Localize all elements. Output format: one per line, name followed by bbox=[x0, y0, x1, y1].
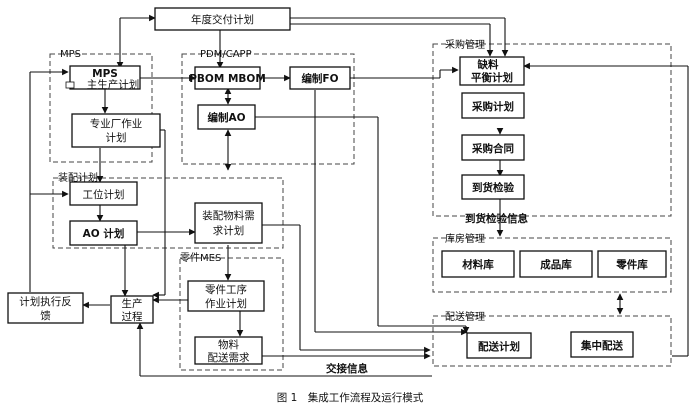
node-pbom-mbom: PBOM MBOM bbox=[189, 66, 266, 90]
group-delivery-mgmt: 配送管理 bbox=[432, 310, 672, 367]
production-process-line2: 过程 bbox=[122, 310, 143, 323]
master-production-plan-subtitle: 主生产计划 bbox=[87, 78, 140, 91]
group-assembly-plan: 装配计划 bbox=[52, 171, 284, 249]
node-production-process: 生产 过程 bbox=[110, 295, 154, 324]
shortage-balance-plan-line2: 平衡计划 bbox=[471, 71, 513, 84]
node-finished-goods-store: 成品库 bbox=[519, 250, 593, 278]
node-assembly-material-demand: 装配物料需 求计划 bbox=[194, 202, 263, 244]
shortage-balance-plan-line1: 缺料 bbox=[477, 58, 499, 71]
purchase-plan-label: 采购计划 bbox=[471, 100, 514, 113]
annual-delivery-plan-label: 年度交付计划 bbox=[191, 13, 254, 26]
station-plan-label: 工位计划 bbox=[83, 188, 125, 201]
group-parts-mes-label: 零件MES bbox=[180, 252, 221, 264]
group-assembly-plan-label: 装配计划 bbox=[58, 171, 98, 184]
node-parts-store: 零件库 bbox=[597, 250, 667, 278]
delivery-plan-label: 配送计划 bbox=[478, 340, 520, 353]
node-execution-feedback: 计划执行反 馈 bbox=[7, 292, 84, 324]
compile-ao-label: 编制AO bbox=[207, 111, 245, 124]
assembly-material-demand-line1: 装配物料需 bbox=[202, 209, 255, 222]
arrival-inspection-label: 到货检验 bbox=[472, 181, 514, 194]
execution-feedback-line2: 馈 bbox=[40, 309, 51, 322]
purchase-contract-label: 采购合同 bbox=[471, 142, 514, 155]
node-purchase-plan: 采购计划 bbox=[461, 92, 525, 119]
node-compile-ao: 编制AO bbox=[197, 104, 256, 130]
node-arrival-inspection: 到货检验 bbox=[461, 174, 525, 200]
group-parts-mes: 零件MES bbox=[179, 252, 284, 371]
node-ao-plan: AO 计划 bbox=[69, 220, 138, 246]
group-pdm-capp: PDM/CAPP bbox=[181, 49, 355, 165]
node-annual-delivery-plan: 年度交付计划 bbox=[154, 7, 291, 31]
assembly-material-demand-line2: 求计划 bbox=[213, 224, 245, 237]
group-warehouse-label: 库房管理 bbox=[445, 232, 485, 245]
group-delivery-mgmt-label: 配送管理 bbox=[445, 310, 485, 323]
node-raw-material-store: 材料库 bbox=[441, 250, 515, 278]
raw-material-store-label: 材料库 bbox=[461, 258, 494, 271]
node-master-production-plan: MPS 主生产计划 bbox=[65, 65, 141, 91]
node-shortage-balance-plan: 缺料 平衡计划 bbox=[459, 56, 525, 86]
node-specialized-plant-plan: 专业厂作业 计划 bbox=[71, 113, 161, 148]
connectors bbox=[29, 14, 689, 377]
group-warehouse: 库房管理 bbox=[432, 232, 672, 293]
figure-caption: 图 1 集成工作流程及运行模式 bbox=[277, 391, 424, 404]
ao-plan-label: AO 计划 bbox=[83, 227, 125, 240]
node-material-delivery-demand: 物料 配送需求 bbox=[194, 336, 263, 365]
specialized-plant-plan-line1: 专业厂作业 bbox=[90, 117, 143, 130]
compile-fo-label: 编制FO bbox=[301, 72, 338, 85]
arrival-info-label: 到货检验信息 bbox=[465, 212, 528, 225]
pbom-mbom-label: PBOM MBOM bbox=[189, 73, 266, 85]
production-process-line1: 生产 bbox=[122, 297, 143, 310]
node-compile-fo: 编制FO bbox=[289, 66, 351, 90]
node-station-plan: 工位计划 bbox=[69, 181, 138, 206]
parts-operation-plan-line2: 作业计划 bbox=[205, 297, 247, 310]
execution-feedback-line1: 计划执行反 bbox=[19, 295, 72, 308]
node-central-delivery: 集中配送 bbox=[570, 331, 634, 358]
master-production-plan-title: MPS bbox=[92, 68, 118, 80]
node-parts-operation-plan: 零件工序 作业计划 bbox=[187, 280, 265, 312]
material-delivery-demand-line2: 配送需求 bbox=[208, 351, 250, 364]
group-procurement-label: 采购管理 bbox=[445, 38, 485, 51]
group-procurement: 采购管理 bbox=[432, 38, 672, 217]
node-delivery-plan: 配送计划 bbox=[466, 332, 532, 359]
group-mps: MPS bbox=[49, 49, 153, 163]
central-delivery-label: 集中配送 bbox=[580, 339, 623, 352]
material-delivery-demand-line1: 物料 bbox=[218, 338, 239, 351]
group-mps-label: MPS bbox=[60, 49, 81, 60]
specialized-plant-plan-line2: 计划 bbox=[106, 131, 127, 144]
parts-operation-plan-line1: 零件工序 bbox=[205, 283, 247, 296]
group-pdm-capp-label: PDM/CAPP bbox=[200, 49, 252, 60]
parts-store-label: 零件库 bbox=[615, 258, 648, 271]
handover-info-label: 交接信息 bbox=[326, 362, 368, 375]
finished-goods-store-label: 成品库 bbox=[540, 258, 572, 271]
node-purchase-contract: 采购合同 bbox=[461, 134, 525, 161]
